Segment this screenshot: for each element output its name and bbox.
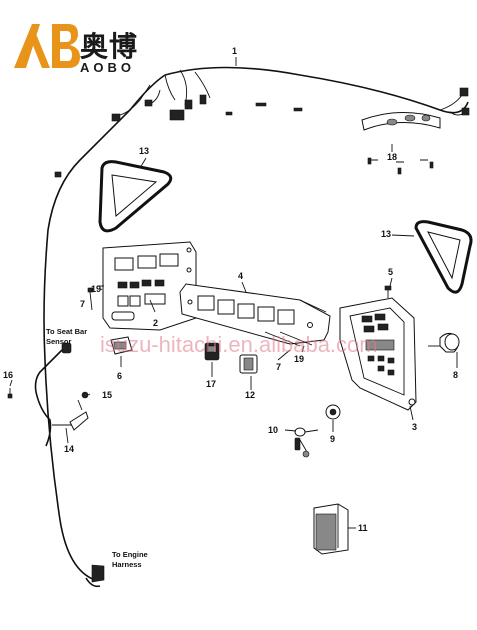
connector-icon [184,99,193,110]
callout-2: 2 [153,318,158,328]
sensor-bracket [52,391,89,431]
seat-bar-harness [7,342,72,447]
main-wire-harness [43,66,470,581]
leader-lines [9,57,458,529]
callout-17: 17 [206,379,216,389]
callout-13-right: 13 [381,229,391,239]
ignition-key-icon [294,427,319,458]
brand-name-en: AOBO [80,60,135,75]
triangle-trim-left [98,160,173,233]
note-engine-line2: Harness [112,560,142,569]
connector-icon [461,107,470,116]
throttle-knob [428,332,460,353]
relay-module [313,503,349,555]
note-seat-bar-line1: To Seat Bar [46,327,87,336]
callout-14: 14 [64,444,74,454]
callout-19-left: 19 [91,284,101,294]
callout-1: 1 [232,46,237,56]
rocker-switch-17 [204,342,220,361]
callout-13-left: 13 [139,146,149,156]
callout-15: 15 [102,390,112,400]
note-engine-line1: To Engine [112,550,148,559]
screw-5 [384,285,392,298]
ignition-bezel [325,404,341,420]
callout-7-center: 7 [276,362,281,372]
callout-7-left: 7 [80,299,85,309]
callout-4: 4 [238,271,243,281]
screw-left [87,285,104,311]
callout-10: 10 [268,425,278,435]
connector-icon [144,99,153,107]
callout-6: 6 [117,371,122,381]
engine-harness-connector [85,564,105,588]
watermark-text: isuzu-hitachi.en.alibaba.com [100,332,378,357]
callout-19-center: 19 [294,354,304,364]
callout-18: 18 [387,152,397,162]
callout-12: 12 [245,390,255,400]
triangle-trim-right [414,220,473,294]
screw-center [264,331,313,347]
brand-name-cn: 奥博 [80,30,139,63]
right-control-panel [339,297,417,411]
connector-block [110,336,133,355]
callout-8: 8 [453,370,458,380]
callout-11: 11 [358,523,368,533]
connector-icon [459,87,469,97]
callout-9: 9 [330,434,335,444]
connector-icon [199,94,207,105]
note-seat-bar-line2: Sensor [46,337,72,346]
callout-labels: 1 2 3 4 5 6 7 7 8 9 10 11 12 13 13 14 15… [3,46,458,533]
center-console-housing [179,283,331,345]
overhead-light-assembly [361,111,441,175]
rocker-switch-12 [239,354,258,374]
routing-notes: To Seat Bar Sensor To Engine Harness [46,327,148,569]
left-instrument-panel [102,241,197,331]
connector-icon [169,109,185,121]
connector-icon [54,171,62,178]
callout-3: 3 [412,422,417,432]
callout-5: 5 [388,267,393,277]
aobo-logo-icon [14,24,80,68]
connector-icon [111,113,121,122]
callout-16: 16 [3,370,13,380]
